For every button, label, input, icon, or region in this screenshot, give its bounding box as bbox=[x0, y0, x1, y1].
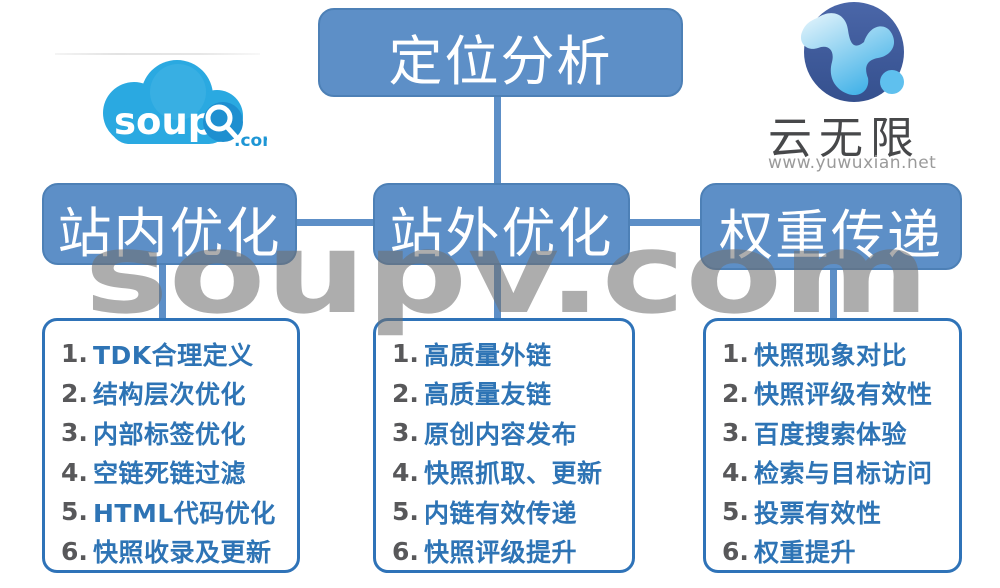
list-item: 1.高质量外链 bbox=[392, 334, 622, 374]
connector-branch-1 bbox=[494, 262, 501, 320]
root-node-label: 定位分析 bbox=[388, 30, 613, 93]
branch-node-offsite: 站外优化 bbox=[373, 183, 630, 265]
branch-node-onsite: 站内优化 bbox=[42, 183, 297, 265]
connector-root-vertical bbox=[494, 95, 501, 188]
item-number: 1. bbox=[61, 339, 88, 369]
divider-line bbox=[55, 53, 260, 55]
item-number: 5. bbox=[392, 497, 419, 527]
list-item: 2.高质量友链 bbox=[392, 374, 622, 414]
branch-node-label: 站内优化 bbox=[57, 201, 282, 265]
y-blob-shape bbox=[800, 13, 895, 96]
item-number: 3. bbox=[722, 418, 749, 448]
item-text: HTML代码优化 bbox=[93, 498, 276, 528]
item-number: 4. bbox=[392, 457, 419, 487]
soupv-logo-tld: .com bbox=[234, 131, 267, 150]
list-item: 6.权重提升 bbox=[722, 532, 949, 572]
list-item: 2.结构层次优化 bbox=[61, 374, 287, 414]
item-number: 2. bbox=[722, 378, 749, 408]
list-item: 6.快照评级提升 bbox=[392, 532, 622, 572]
list-item: 6.快照收录及更新 bbox=[61, 532, 287, 572]
item-number: 2. bbox=[61, 378, 88, 408]
branch-node-label: 权重传递 bbox=[719, 204, 943, 267]
item-number: 6. bbox=[61, 536, 88, 566]
connector-branch-2 bbox=[830, 267, 837, 320]
list-item: 5.内链有效传递 bbox=[392, 492, 622, 532]
list-item: 4.空链死链过滤 bbox=[61, 453, 287, 493]
item-text: 高质量外链 bbox=[424, 340, 552, 370]
item-number: 1. bbox=[722, 339, 749, 369]
list-item: 1.TDK合理定义 bbox=[61, 334, 287, 374]
branch-node-weight: 权重传递 bbox=[700, 183, 962, 270]
item-text: 结构层次优化 bbox=[93, 380, 247, 410]
soupv-logo: soupv .com bbox=[103, 60, 267, 150]
item-text: 检索与目标访问 bbox=[754, 459, 933, 489]
list-item: 2.快照评级有效性 bbox=[722, 374, 949, 414]
item-number: 4. bbox=[61, 457, 88, 487]
cloud-icon bbox=[103, 60, 243, 144]
item-number: 5. bbox=[61, 497, 88, 527]
item-text: 快照抓取、更新 bbox=[424, 459, 603, 489]
item-text: 百度搜索体验 bbox=[754, 419, 908, 449]
item-number: 4. bbox=[722, 457, 749, 487]
item-text: 内链有效传递 bbox=[424, 498, 578, 528]
magnifier-icon bbox=[203, 102, 243, 142]
list-item: 3.百度搜索体验 bbox=[722, 413, 949, 453]
list-item: 4.检索与目标访问 bbox=[722, 453, 949, 493]
item-number: 3. bbox=[392, 418, 419, 448]
list-item: 3.内部标签优化 bbox=[61, 413, 287, 453]
item-number: 2. bbox=[392, 378, 419, 408]
item-text: 权重提升 bbox=[754, 538, 857, 568]
item-number: 6. bbox=[722, 536, 749, 566]
connector-middle-right bbox=[628, 219, 704, 226]
item-text: 快照收录及更新 bbox=[93, 538, 272, 568]
connector-left-middle bbox=[295, 219, 375, 226]
item-text: 高质量友链 bbox=[424, 380, 552, 410]
item-text: TDK合理定义 bbox=[93, 340, 254, 370]
item-text: 投票有效性 bbox=[754, 498, 882, 528]
list-item: 4.快照抓取、更新 bbox=[392, 453, 622, 493]
item-number: 5. bbox=[722, 497, 749, 527]
item-number: 1. bbox=[392, 339, 419, 369]
item-number: 3. bbox=[61, 418, 88, 448]
list-item: 3.原创内容发布 bbox=[392, 413, 622, 453]
yuwuxian-logo-name: 云无限 bbox=[768, 113, 921, 164]
item-text: 内部标签优化 bbox=[93, 419, 247, 449]
item-text: 原创内容发布 bbox=[424, 419, 578, 449]
list-item: 5.投票有效性 bbox=[722, 492, 949, 532]
item-text: 空链死链过滤 bbox=[93, 459, 247, 489]
list-item: 5.HTML代码优化 bbox=[61, 492, 287, 532]
item-text: 快照评级有效性 bbox=[754, 380, 933, 410]
yuwuxian-logo-icon bbox=[800, 2, 904, 102]
branch-node-label: 站外优化 bbox=[389, 201, 614, 265]
connector-branch-0 bbox=[159, 262, 166, 320]
item-text: 快照现象对比 bbox=[754, 340, 908, 370]
yuwuxian-logo-url: www.yuwuxian.net bbox=[768, 153, 937, 173]
item-number: 6. bbox=[392, 536, 419, 566]
list-item: 1.快照现象对比 bbox=[722, 334, 949, 374]
item-text: 快照评级提升 bbox=[424, 538, 578, 568]
root-node: 定位分析 bbox=[318, 8, 683, 97]
